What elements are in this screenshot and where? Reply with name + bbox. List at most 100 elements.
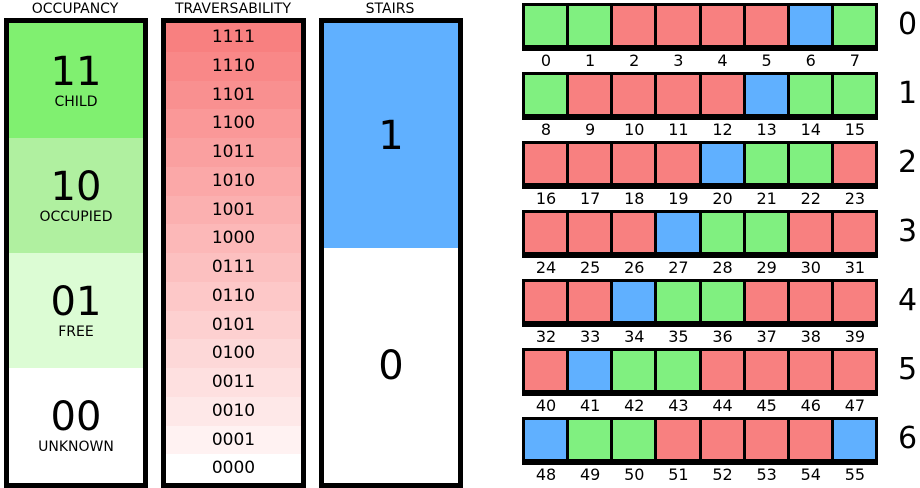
cell-index: 47 xyxy=(844,396,866,415)
row-label: 2 xyxy=(898,145,918,180)
cell-index: 30 xyxy=(800,258,821,277)
cell-index: 25 xyxy=(579,258,601,277)
grid-cell xyxy=(745,282,787,321)
grid-cell xyxy=(569,144,611,183)
stairs-cell: 1 xyxy=(324,23,458,248)
occupancy-label: OCCUPIED xyxy=(39,208,113,225)
grid-cell xyxy=(525,282,567,321)
cell-index: 16 xyxy=(535,189,557,208)
grid-cell xyxy=(833,213,875,252)
cell-index: 5 xyxy=(761,51,772,70)
cell-index: 2 xyxy=(629,51,640,70)
cell-index: 52 xyxy=(712,465,733,484)
row-label: 4 xyxy=(898,283,918,318)
cell-index: 38 xyxy=(800,327,821,346)
traversability-row: 1000 xyxy=(166,224,301,253)
cell-index: 44 xyxy=(712,396,733,415)
traversability-row: 1110 xyxy=(166,51,301,81)
grid-cell xyxy=(569,420,611,459)
cell-index: 1 xyxy=(585,51,596,70)
cell-index: 6 xyxy=(805,51,816,70)
cell-index: 45 xyxy=(756,396,777,415)
grid-cell xyxy=(833,6,875,45)
cell-index: 55 xyxy=(844,465,866,484)
occupancy-title: OCCUPANCY xyxy=(31,1,119,17)
grid-cell xyxy=(613,6,655,45)
occupancy-code: 10 xyxy=(50,163,102,210)
traversability-row: 1100 xyxy=(166,109,301,138)
grid-cell xyxy=(701,144,743,183)
grid-cell xyxy=(789,351,831,390)
grid-cell xyxy=(789,420,831,459)
cell-index: 31 xyxy=(844,258,866,277)
cell-index: 40 xyxy=(535,396,557,415)
grid-cell xyxy=(789,144,831,183)
grid-cell xyxy=(701,75,743,114)
grid-cell xyxy=(525,75,567,114)
cell-index: 35 xyxy=(668,327,689,346)
traversability-row: 1101 xyxy=(166,80,301,110)
grid-cell xyxy=(833,351,875,390)
traversability-row: 0010 xyxy=(166,396,301,426)
grid-cell xyxy=(569,6,611,45)
occupancy-label: CHILD xyxy=(54,93,98,110)
grid-cell xyxy=(525,351,567,390)
grid-cell xyxy=(657,213,699,252)
grid-cell xyxy=(745,213,787,252)
traversability-row: 1111 xyxy=(166,23,301,52)
cell-index: 9 xyxy=(585,120,596,139)
grid-cell xyxy=(657,351,699,390)
traversability-row: 1010 xyxy=(166,166,301,196)
cell-index: 22 xyxy=(800,189,821,208)
grid-cell xyxy=(657,420,699,459)
cell-index: 33 xyxy=(579,327,601,346)
grid-cell xyxy=(525,6,567,45)
cell-index: 21 xyxy=(756,189,777,208)
grid-cell xyxy=(833,144,875,183)
traversability-row: 0110 xyxy=(166,281,301,311)
traversability-row: 0011 xyxy=(166,368,301,397)
cell-index: 27 xyxy=(668,258,689,277)
grid-cell xyxy=(745,144,787,183)
stairs-cell: 0 xyxy=(324,248,458,483)
cell-index: 50 xyxy=(624,465,645,484)
grid-cell xyxy=(613,420,655,459)
cell-index: 11 xyxy=(668,120,689,139)
occupancy-label: FREE xyxy=(58,323,94,340)
cell-index: 10 xyxy=(624,120,645,139)
grid-cell xyxy=(789,282,831,321)
row-label: 1 xyxy=(898,76,918,111)
traversability-row: 0111 xyxy=(166,253,301,282)
grid-cell xyxy=(525,144,567,183)
grid-cell xyxy=(613,351,655,390)
grid-cell xyxy=(525,213,567,252)
grid-cell xyxy=(745,6,787,45)
occupancy-code: 11 xyxy=(50,48,102,95)
grid-cell xyxy=(701,351,743,390)
cell-index: 18 xyxy=(624,189,645,208)
row-label: 3 xyxy=(898,214,918,249)
cell-index: 48 xyxy=(535,465,557,484)
cell-index: 28 xyxy=(712,258,733,277)
grid-cell xyxy=(701,282,743,321)
traversability-row: 1011 xyxy=(166,138,301,167)
cell-index: 37 xyxy=(756,327,777,346)
grid-cell xyxy=(745,351,787,390)
cell-index: 20 xyxy=(712,189,733,208)
cell-index: 14 xyxy=(800,120,821,139)
cell-index: 12 xyxy=(712,120,733,139)
grid-cell xyxy=(657,75,699,114)
